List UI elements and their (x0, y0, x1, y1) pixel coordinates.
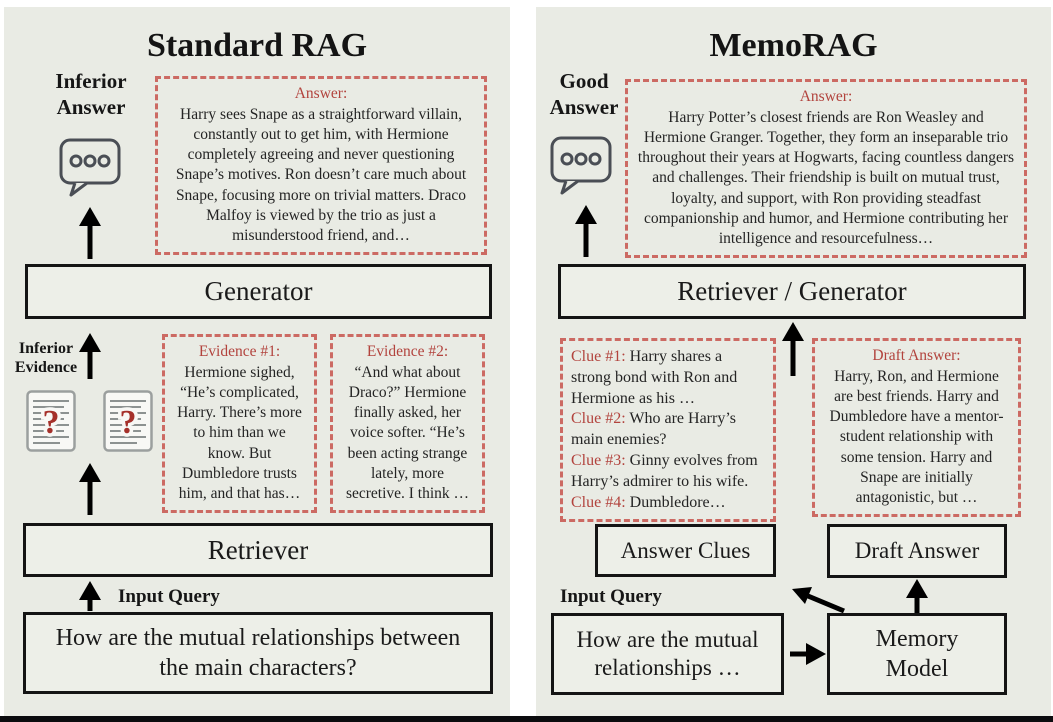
answer-box-body: Harry sees Snape as a straightforward vi… (175, 106, 467, 244)
input-query-label: Input Query (118, 586, 220, 607)
answer-box-header: Answer: (294, 85, 348, 102)
memorag-title: MemoRAG (709, 27, 878, 64)
query-box: How are the mutual relationships … (551, 613, 784, 695)
draft-answer-box-dashed: Draft Answer: Harry, Ron, and Hermione a… (812, 338, 1021, 517)
arrow-up-icon (575, 205, 597, 257)
speech-bubble-icon (59, 138, 121, 197)
evidence-2-box: Evidence #2: “And what about Draco?” Her… (330, 334, 485, 513)
svg-text:?: ? (120, 404, 137, 441)
inferior-evidence-label: Inferior Evidence (14, 340, 78, 377)
speech-bubble-icon (550, 136, 612, 195)
standard-rag-panel: Standard RAG Inferior Answer Answer: Har… (4, 7, 510, 716)
clue-2-text: Who are Harry’s main enemies? (571, 410, 737, 449)
draft-answer-header: Draft Answer: (872, 347, 961, 364)
answer-clues-box: Answer Clues (595, 524, 776, 577)
svg-text:?: ? (43, 404, 60, 441)
arrow-right-icon (790, 643, 826, 665)
answer-clues-box-dashed: Clue #1: Harry shares a strong bond with… (560, 338, 776, 523)
evidence-1-box: Evidence #1: Hermione sighed, “He’s comp… (162, 334, 317, 513)
clue-line: Clue #3: Ginny evolves from Harry’s admi… (571, 451, 765, 493)
answer-clues-label: Answer Clues (620, 537, 751, 563)
evidence-1-body: Hermione sighed, “He’s complicated, Harr… (177, 364, 302, 502)
draft-answer-label: Draft Answer (854, 538, 980, 564)
arrow-up-icon (79, 333, 101, 379)
arrow-up-icon (79, 463, 101, 515)
clue-4-label: Clue #4: (571, 493, 626, 511)
query-box: How are the mutual relationships between… (23, 612, 493, 694)
clue-line: Clue #1: Harry shares a strong bond with… (571, 347, 765, 409)
answer-box: Answer: Harry Potter’s closest friends a… (625, 79, 1027, 258)
answer-box-header: Answer: (799, 88, 853, 105)
good-answer-label: Good Answer (549, 69, 619, 119)
clue-4-text: Dumbledore… (629, 493, 726, 511)
clue-line: Clue #4: Dumbledore… (571, 493, 765, 514)
retriever-generator-label: Retriever / Generator (677, 276, 907, 306)
retriever-box: Retriever (23, 523, 493, 577)
answer-box: Answer: Harry sees Snape as a straightfo… (155, 76, 487, 255)
retriever-generator-box: Retriever / Generator (558, 264, 1026, 319)
retriever-label: Retriever (207, 534, 309, 565)
memory-model-label: Memory Model (875, 626, 959, 682)
document-question-icon: ? (103, 390, 153, 452)
arrow-up-icon (79, 207, 101, 259)
query-text: How are the mutual relationships … (576, 627, 759, 680)
generator-label: Generator (204, 276, 313, 306)
arrow-up-left-icon (792, 587, 845, 614)
memorag-panel: MemoRAG Good Answer Answer: Harry Potter… (536, 7, 1051, 716)
clue-1-text: Harry shares a strong bond with Ron and … (571, 348, 738, 407)
answer-box-body: Harry Potter’s closest friends are Ron W… (637, 109, 1015, 247)
draft-answer-body: Harry, Ron, and Hermione are best friend… (829, 368, 1004, 506)
bottom-edge-bar (0, 716, 1053, 722)
query-text: How are the mutual relationships between… (55, 625, 461, 681)
document-question-icon: ? (26, 390, 76, 452)
draft-answer-box: Draft Answer (827, 524, 1007, 578)
generator-box: Generator (25, 264, 492, 319)
clue-line: Clue #2: Who are Harry’s main enemies? (571, 409, 765, 451)
clue-1-label: Clue #1: (571, 348, 626, 365)
evidence-2-header: Evidence #2: (366, 343, 449, 360)
clue-3-text: Ginny evolves from Harry’s admirer to hi… (571, 451, 758, 490)
evidence-2-body: “And what about Draco?” Hermione finally… (345, 364, 470, 502)
evidence-1-header: Evidence #1: (198, 343, 281, 360)
inferior-answer-label: Inferior Answer (55, 69, 127, 119)
clue-2-label: Clue #2: (571, 410, 626, 428)
memory-model-box: Memory Model (827, 613, 1007, 695)
standard-rag-title: Standard RAG (146, 27, 368, 64)
arrow-up-icon (79, 581, 101, 611)
clue-3-label: Clue #3: (571, 451, 626, 469)
input-query-label: Input Query (560, 586, 662, 607)
arrow-up-icon (906, 579, 928, 615)
arrow-up-icon (782, 322, 804, 376)
